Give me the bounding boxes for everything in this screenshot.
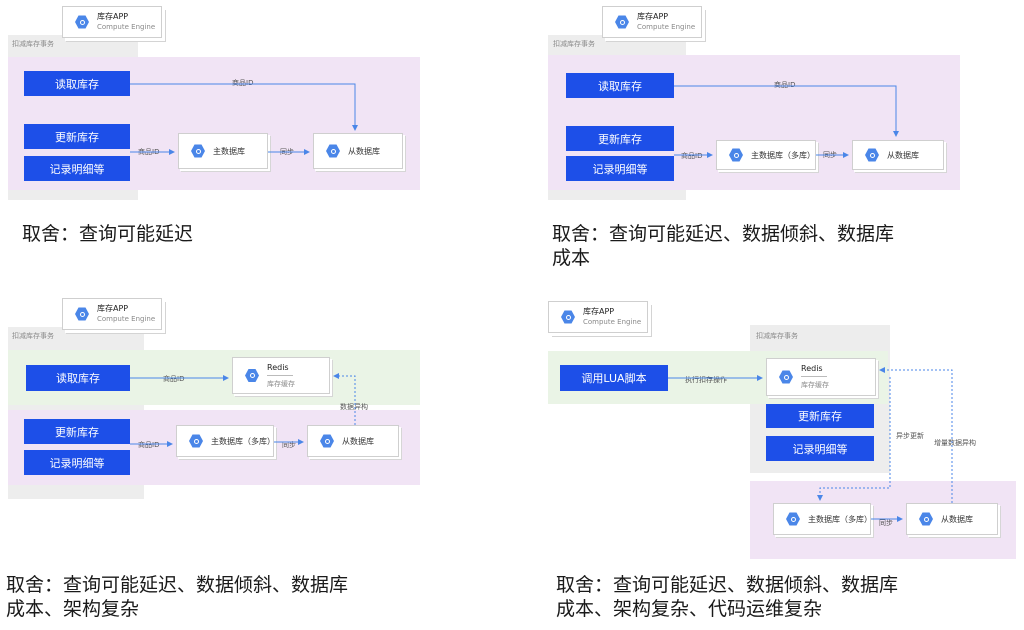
read-inventory-button-q1[interactable]: 读取库存 bbox=[24, 71, 130, 96]
record-details-button-q4[interactable]: 记录明细等 bbox=[766, 436, 874, 461]
compute-engine-icon bbox=[75, 15, 89, 29]
update-inventory-button-q2[interactable]: 更新库存 bbox=[566, 126, 674, 151]
update-inventory-button-q1[interactable]: 更新库存 bbox=[24, 124, 130, 149]
slave-db-card-q4: 从数据库 bbox=[906, 503, 998, 535]
arrow-redis-to-master-q4 bbox=[817, 377, 891, 501]
caption-q1: 取舍：查询可能延迟 bbox=[22, 223, 194, 245]
async-update-label-q4: 异步更新 bbox=[896, 432, 924, 440]
data-sync-label-q3: 数据异构 bbox=[340, 403, 368, 411]
sync-label-q4: 同步 bbox=[879, 519, 893, 527]
master-db-label: 主数据库 bbox=[213, 146, 245, 156]
arrow-slave-to-redis-q3 bbox=[333, 373, 356, 425]
read-inventory-button-q2[interactable]: 读取库存 bbox=[566, 73, 674, 98]
update-inventory-button-q3[interactable]: 更新库存 bbox=[24, 419, 130, 444]
sync-hetero-label-q4: 增量数据异构 bbox=[934, 439, 976, 447]
arrow-slave-to-redis-q4 bbox=[879, 367, 953, 503]
database-icon bbox=[189, 434, 203, 448]
record-details-button-q2[interactable]: 记录明细等 bbox=[566, 156, 674, 181]
record-details-button-q1[interactable]: 记录明细等 bbox=[24, 156, 130, 181]
compute-engine-icon bbox=[615, 15, 629, 29]
call-lua-button-q4[interactable]: 调用LUA脚本 bbox=[560, 365, 668, 391]
read-inventory-button-q3[interactable]: 读取库存 bbox=[26, 365, 130, 391]
arrow-read-to-slave-q2 bbox=[674, 85, 899, 137]
database-icon bbox=[729, 148, 743, 162]
redis-icon bbox=[779, 370, 793, 384]
txn-label-q2: 扣减库存事务 bbox=[553, 40, 595, 48]
exec-deduct-label-q4: 执行扣存操作 bbox=[685, 376, 727, 384]
database-icon bbox=[786, 512, 800, 526]
database-icon bbox=[320, 434, 334, 448]
txn-label-q1: 扣减库存事务 bbox=[12, 40, 54, 48]
master-db-card-q4: 主数据库（多库） bbox=[773, 503, 872, 535]
txn-label-q4: 扣减库存事务 bbox=[756, 332, 798, 340]
compute-engine-icon bbox=[75, 307, 89, 321]
caption-q3: 取舍：查询可能延迟、数据倾斜、数据库 成本、架构复杂 bbox=[6, 574, 349, 620]
slave-db-card-q3: 从数据库 bbox=[307, 425, 399, 457]
database-icon bbox=[919, 512, 933, 526]
txn-label-q3: 扣减库存事务 bbox=[12, 332, 54, 340]
product-id-label-q2b: 商品ID bbox=[681, 152, 703, 160]
database-icon bbox=[191, 144, 205, 158]
database-icon bbox=[326, 144, 340, 158]
slave-db-label: 从数据库 bbox=[348, 146, 380, 156]
arrow-read-to-slave-q1 bbox=[130, 83, 358, 131]
sync-label-q3: 同步 bbox=[282, 441, 296, 449]
master-db-card-q2: 主数据库（多库） bbox=[716, 140, 816, 170]
compute-engine-icon bbox=[561, 310, 575, 324]
product-id-label-q3a: 商品ID bbox=[163, 375, 185, 383]
app-subtitle: Compute Engine bbox=[97, 23, 156, 31]
caption-q4: 取舍：查询可能延迟、数据倾斜、数据库 成本、架构复杂、代码运维复杂 bbox=[556, 574, 899, 620]
update-inventory-button-q4[interactable]: 更新库存 bbox=[766, 404, 874, 428]
slave-db-card-q1: 从数据库 bbox=[313, 133, 403, 169]
database-icon bbox=[865, 148, 879, 162]
slave-db-card-q2: 从数据库 bbox=[852, 140, 944, 170]
product-id-label-q1a: 商品ID bbox=[232, 79, 254, 87]
caption-q2: 取舍：查询可能延迟、数据倾斜、数据库 成本 bbox=[552, 223, 895, 269]
product-id-label-q2a: 商品ID bbox=[774, 81, 796, 89]
app-title: 库存APP bbox=[97, 12, 129, 21]
record-details-button-q3[interactable]: 记录明细等 bbox=[24, 450, 130, 475]
redis-icon bbox=[245, 369, 259, 382]
master-db-card-q3: 主数据库（多库） bbox=[176, 425, 275, 457]
app-card-q1: 库存APP Compute Engine bbox=[62, 6, 162, 38]
product-id-label-q3b: 商品ID bbox=[138, 441, 160, 449]
master-db-card-q1: 主数据库 bbox=[178, 133, 268, 169]
